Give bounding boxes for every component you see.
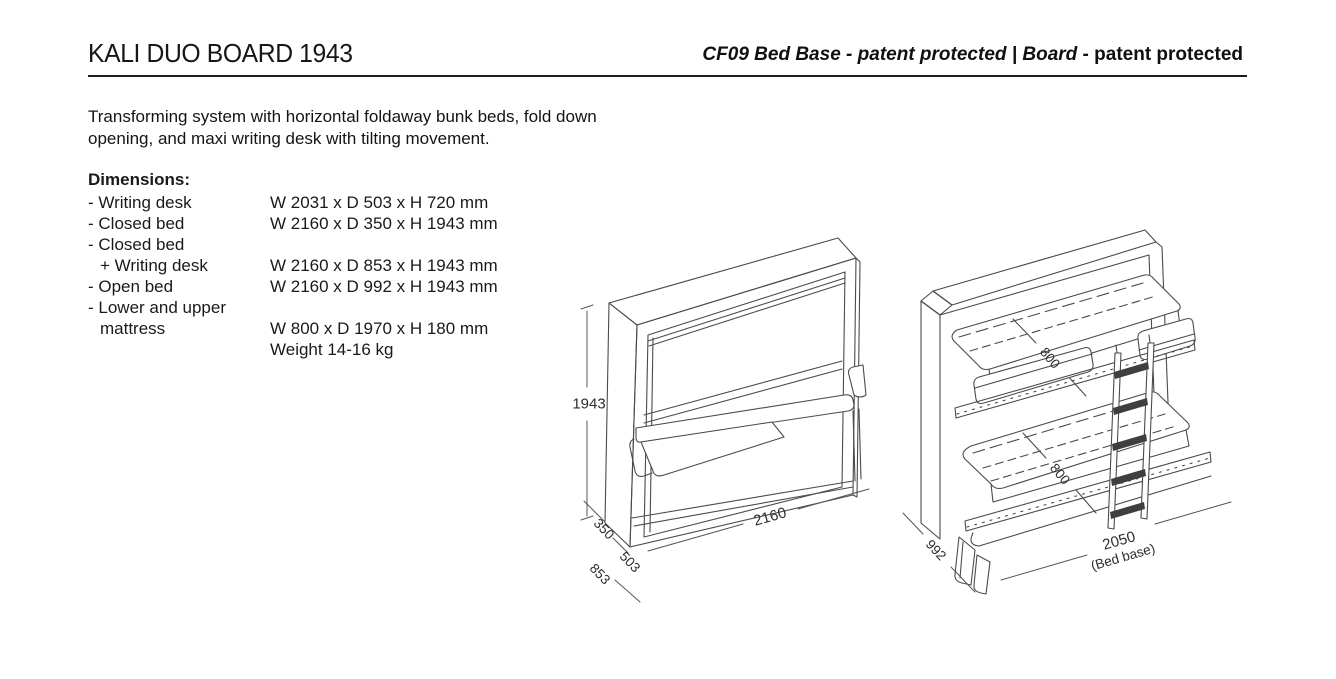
dimension-lines: [902, 501, 1232, 593]
spec-value: W 800 x D 1970 x H 180 mm: [270, 319, 489, 338]
description-line-2: opening, and maxi writing desk with tilt…: [88, 128, 490, 148]
spec-row: - Lower and upper: [88, 297, 498, 318]
spec-value: [270, 234, 498, 255]
description-line-1: Transforming system with horizontal fold…: [88, 107, 597, 126]
spec-label: - Lower and upper: [88, 298, 226, 317]
product-description: Transforming system with horizontal fold…: [88, 106, 597, 149]
spec-row: mattress W 800 x D 1970 x H 180 mm: [88, 318, 498, 339]
spec-value: Weight 14-16 kg: [270, 340, 394, 359]
spec-row: - Writing desk W 2031 x D 503 x H 720 mm: [88, 192, 498, 213]
open-bed-lineart: [902, 229, 1232, 595]
spec-label: - Closed bed: [88, 235, 185, 254]
fold-out-desk: [629, 364, 867, 482]
ladder: [1107, 334, 1155, 530]
lower-bunk: [954, 391, 1212, 595]
spec-label: - Writing desk: [88, 193, 192, 212]
patent-note-italic: CF09 Bed Base - patent protected | Board: [702, 44, 1078, 65]
spec-row: - Closed bed: [88, 234, 498, 255]
page-title: KALI DUO BOARD 1943: [88, 38, 353, 68]
spec-label: - Open bed: [88, 277, 174, 296]
patent-note-bold: - patent protected: [1077, 44, 1243, 65]
open-bed-drawing: 800 800 992 2050 (Bed base): [893, 222, 1245, 606]
spec-row: + Writing desk W 2160 x D 853 x H 1943 mm: [88, 255, 498, 276]
spec-value: W 2031 x D 503 x H 720 mm: [270, 193, 489, 212]
spec-value: W 2160 x D 992 x H 1943 mm: [270, 277, 498, 296]
closed-bed-lineart: [580, 237, 870, 603]
spec-row: - Open bed W 2160 x D 992 x H 1943 mm: [88, 276, 498, 297]
spec-value: W 2160 x D 853 x H 1943 mm: [270, 256, 498, 275]
cabinet-body: [604, 237, 861, 548]
dimensions-heading: Dimensions:: [88, 170, 191, 189]
spec-value: [270, 297, 498, 318]
spec-label: mattress: [100, 319, 166, 338]
closed-bed-drawing: 1943 2160 350 503 853: [560, 225, 970, 603]
spec-label: [88, 339, 270, 360]
header-divider: [88, 75, 1247, 77]
spec-row: Weight 14-16 kg: [88, 339, 498, 360]
patent-note: CF09 Bed Base - patent protected | Board…: [702, 44, 1243, 66]
dimension-lines: [580, 304, 870, 603]
spec-row: - Closed bed W 2160 x D 350 x H 1943 mm: [88, 213, 498, 234]
dimensions-section: Dimensions: - Writing desk W 2031 x D 503…: [88, 169, 498, 360]
upper-bunk: [951, 274, 1196, 419]
dim-height-1943: 1943: [572, 395, 606, 413]
spec-label: - Closed bed: [88, 214, 185, 233]
spec-value: W 2160 x D 350 x H 1943 mm: [270, 214, 498, 233]
spec-label: + Writing desk: [100, 256, 208, 275]
